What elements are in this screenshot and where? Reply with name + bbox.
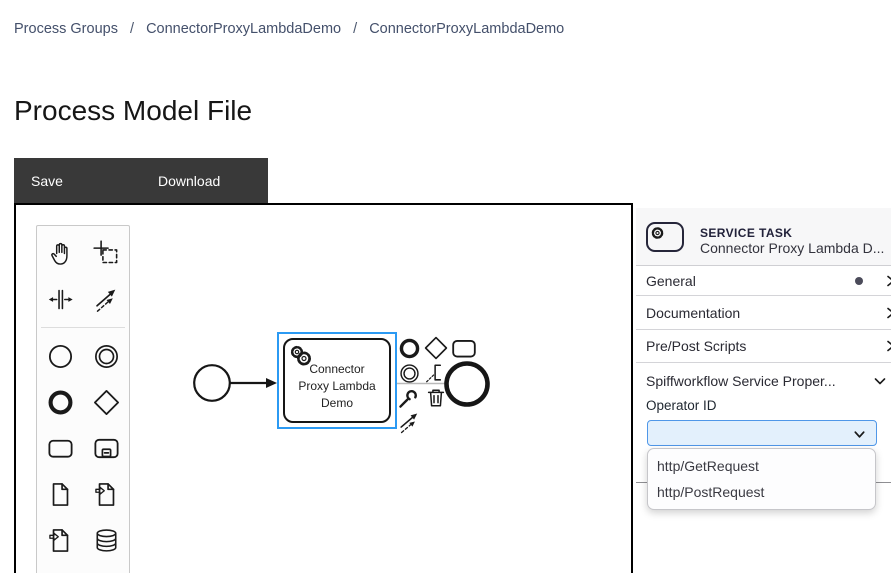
- change-type-wrench-icon[interactable]: [397, 387, 420, 410]
- create-subprocess-icon[interactable]: [83, 425, 129, 471]
- connect-tool-icon[interactable]: [397, 410, 422, 435]
- create-task-icon[interactable]: [37, 425, 83, 471]
- create-end-event-icon[interactable]: [37, 379, 83, 425]
- append-task-icon[interactable]: [450, 337, 478, 360]
- operator-id-dropdown-menu: http/GetRequest http/PostRequest: [647, 448, 876, 510]
- delete-trash-icon[interactable]: [424, 386, 448, 410]
- operator-id-select[interactable]: [647, 420, 877, 446]
- breadcrumb-link-process-model[interactable]: ConnectorProxyLambdaDemo: [369, 21, 565, 37]
- service-task-gears-icon: [290, 345, 311, 366]
- breadcrumb-link-process-groups[interactable]: Process Groups: [14, 21, 118, 37]
- breadcrumb-separator: /: [130, 21, 135, 37]
- bpmn-canvas[interactable]: Connector Proxy Lambda Demo: [14, 203, 633, 573]
- create-gateway-icon[interactable]: [83, 379, 129, 425]
- task-label: Connector Proxy Lambda Demo: [298, 362, 376, 410]
- element-type-label: SERVICE TASK: [700, 226, 793, 240]
- append-intermediate-event-icon[interactable]: [398, 362, 421, 385]
- section-pre-post-scripts[interactable]: Pre/Post Scripts: [636, 330, 891, 363]
- create-data-object-icon[interactable]: [37, 471, 83, 517]
- breadcrumb-separator: /: [353, 21, 358, 37]
- bpmn-palette: [36, 225, 130, 573]
- breadcrumb-link-process-group[interactable]: ConnectorProxyLambdaDemo: [146, 21, 342, 37]
- append-end-event-icon[interactable]: [398, 337, 421, 360]
- element-name-label: Connector Proxy Lambda D...: [700, 240, 885, 256]
- space-tool-icon[interactable]: [37, 276, 83, 322]
- create-start-event-icon[interactable]: [37, 333, 83, 379]
- properties-panel: SERVICE TASK Connector Proxy Lambda D...…: [636, 203, 891, 573]
- download-button[interactable]: Download: [141, 158, 268, 203]
- section-documentation[interactable]: Documentation: [636, 296, 891, 330]
- dropdown-option-get-request[interactable]: http/GetRequest: [657, 458, 759, 474]
- create-data-output-icon[interactable]: [37, 517, 83, 563]
- sequence-flow-start-to-task[interactable]: [230, 378, 277, 388]
- breadcrumb: Process Groups / ConnectorProxyLambdaDem…: [14, 21, 564, 37]
- section-spiffworkflow-service-properties[interactable]: Spiffworkflow Service Proper...: [636, 366, 891, 396]
- chevron-right-icon: [887, 340, 891, 352]
- chevron-right-icon: [887, 307, 891, 318]
- diagram-layer: [193, 361, 490, 407]
- modified-dot: [855, 276, 863, 285]
- file-toolbar: Save Download: [14, 158, 268, 203]
- service-task-type-icon: [646, 222, 684, 252]
- page-title: Process Model File: [14, 95, 253, 126]
- global-connect-tool-icon[interactable]: [83, 276, 129, 322]
- palette-separator: [41, 327, 125, 328]
- operator-id-label: Operator ID: [646, 398, 717, 413]
- save-button[interactable]: Save: [14, 158, 141, 203]
- properties-panel-header: SERVICE TASK Connector Proxy Lambda D...: [636, 208, 891, 266]
- create-data-store-icon[interactable]: [83, 517, 129, 563]
- service-task-node[interactable]: Connector Proxy Lambda Demo: [283, 338, 391, 423]
- create-data-input-icon[interactable]: [83, 471, 129, 517]
- append-gateway-icon[interactable]: [423, 335, 449, 361]
- chevron-down-icon: [854, 431, 865, 438]
- selection-outline: [277, 332, 397, 429]
- chevron-down-icon: [874, 378, 886, 385]
- append-text-annotation-icon[interactable]: [424, 362, 447, 385]
- section-general[interactable]: General: [636, 266, 891, 296]
- hand-tool-icon[interactable]: [37, 230, 83, 276]
- lasso-tool-icon[interactable]: [83, 230, 129, 276]
- create-intermediate-event-icon[interactable]: [83, 333, 129, 379]
- start-event-node[interactable]: [193, 364, 231, 402]
- end-event-node[interactable]: [444, 361, 490, 407]
- chevron-right-icon: [887, 275, 891, 286]
- dropdown-option-post-request[interactable]: http/PostRequest: [657, 484, 765, 500]
